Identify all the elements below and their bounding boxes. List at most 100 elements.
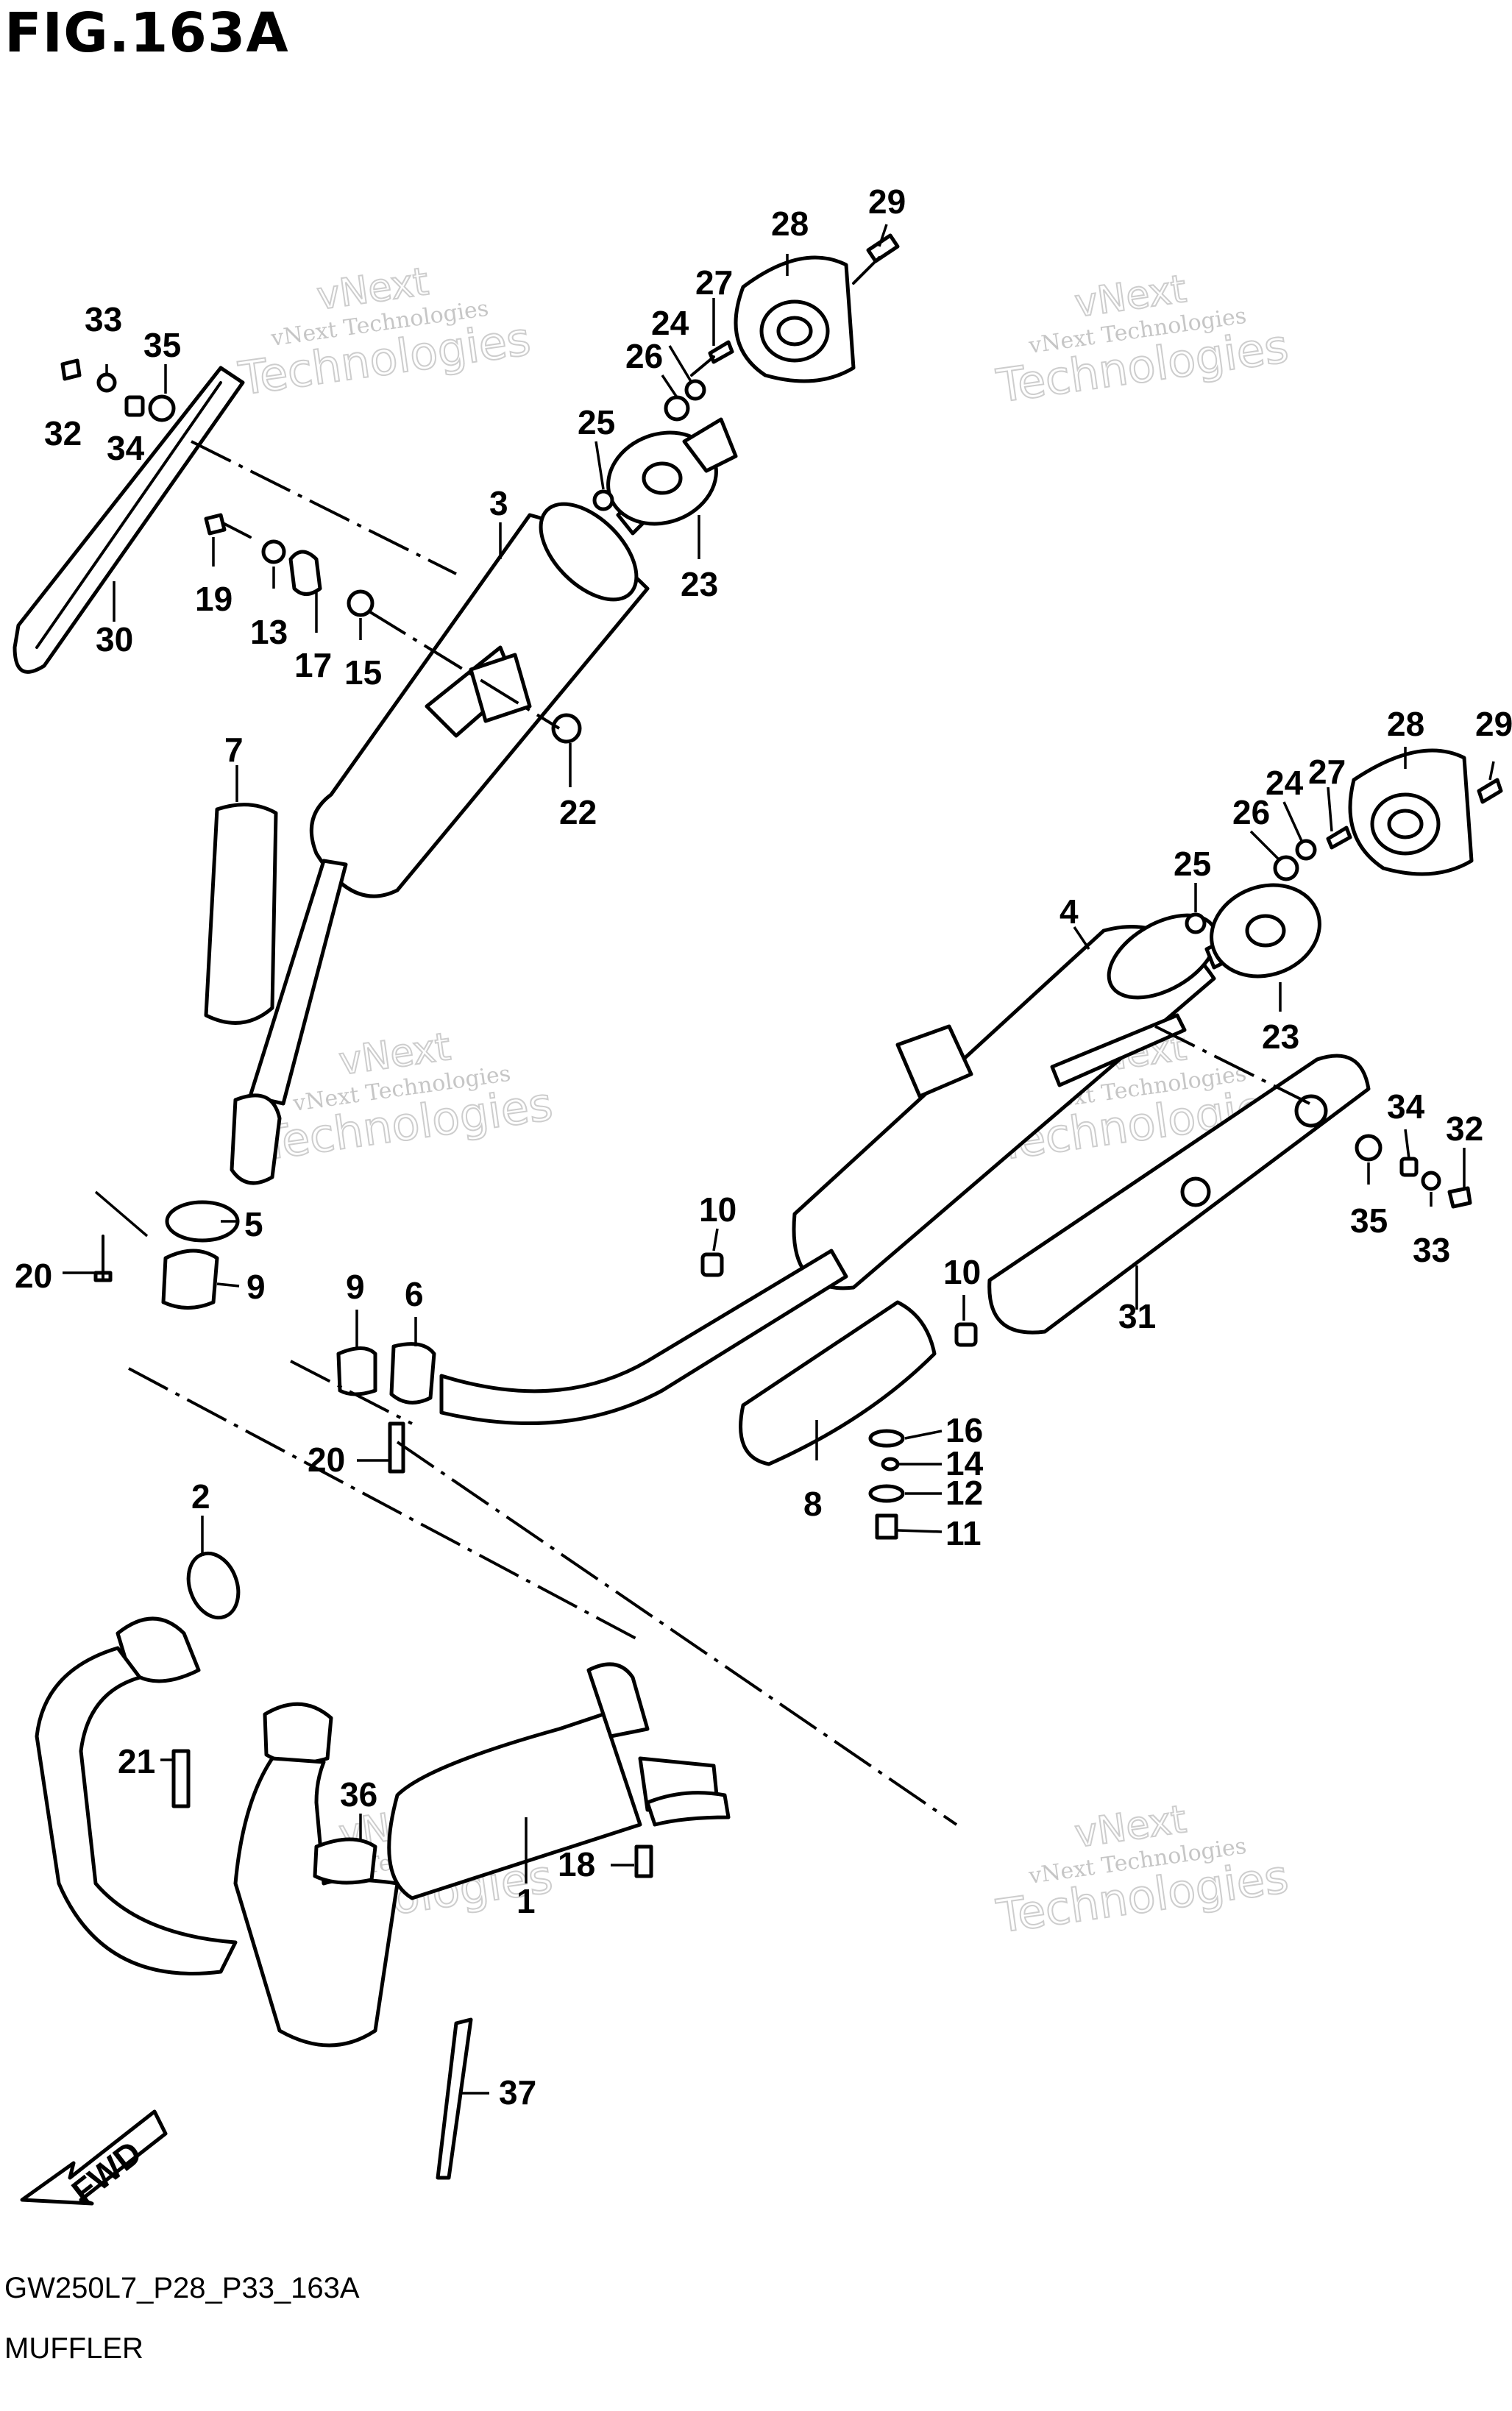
gasket-9-mid [336, 1346, 377, 1396]
callout-labels: 29 28 27 24 26 25 23 3 33 35 32 34 30 19… [15, 182, 1512, 2112]
callout-23: 23 [1262, 1018, 1299, 1056]
washer-15 [347, 589, 375, 617]
callout-10: 10 [943, 1253, 981, 1291]
callout-8: 8 [803, 1485, 823, 1523]
callout-23: 23 [681, 565, 718, 603]
fwd-arrow-icon [20, 2109, 168, 2206]
callout-9: 9 [246, 1268, 266, 1306]
assembly-line [128, 1367, 641, 1642]
callout-7: 7 [224, 731, 244, 769]
outlet-pipe-1 [645, 1791, 731, 1827]
bolt-11 [875, 1513, 898, 1540]
callout-30: 30 [96, 620, 133, 658]
bolt-18 [634, 1844, 653, 1878]
gasket-2 [186, 1551, 241, 1620]
grommet-35-upper [148, 394, 176, 422]
fwd-arrow: FWD [20, 2109, 168, 2211]
callout-35: 35 [143, 326, 181, 364]
clamp-36 [313, 1837, 377, 1885]
callout-11: 11 [945, 1514, 982, 1552]
callout-6: 6 [405, 1275, 424, 1313]
callout-32: 32 [44, 414, 82, 452]
collar-17 [288, 550, 322, 596]
muffler-bracket-4 [895, 1024, 973, 1098]
callout-18: 18 [558, 1845, 595, 1883]
callout-14: 14 [945, 1444, 984, 1483]
callout-10: 10 [699, 1190, 737, 1229]
callout-33: 33 [1413, 1231, 1450, 1269]
assembly-line [290, 1360, 413, 1425]
callout-34: 34 [107, 429, 145, 467]
callout-19: 19 [195, 580, 233, 618]
callout-25: 25 [1174, 845, 1211, 883]
callout-35: 35 [1350, 1201, 1388, 1240]
bolt-20-mid [388, 1421, 405, 1474]
callout-21: 21 [118, 1742, 155, 1780]
callout-29: 29 [868, 182, 906, 221]
callout-33: 33 [85, 300, 122, 338]
collar-34-lower [1399, 1157, 1419, 1177]
watermark-1: vNext Technologies vNext Technologies [235, 259, 535, 406]
watermark-2: vNext Technologies vNext Technologies [993, 266, 1293, 413]
callout-26: 26 [625, 337, 663, 375]
washer-24-upper [684, 379, 706, 401]
washer-33-upper [96, 372, 117, 393]
assembly-line [191, 440, 457, 575]
washer-13 [261, 539, 286, 564]
washer-24-lower [1295, 839, 1317, 861]
bolt-29-upper [866, 233, 900, 263]
callout-29: 29 [1475, 705, 1512, 743]
clip-25-upper [592, 489, 614, 511]
nut-26-upper [664, 395, 690, 422]
washer-12 [868, 1484, 905, 1503]
upper-muffler-assembly [13, 233, 900, 898]
callout-24: 24 [1266, 764, 1304, 802]
header-pipe-right-bend [233, 1756, 400, 2048]
callout-1: 1 [517, 1882, 536, 1920]
heat-shield-31 [987, 1054, 1371, 1335]
catalyst-body-1 [387, 1712, 642, 1900]
callout-20: 20 [308, 1441, 345, 1479]
rear-pipe [439, 1249, 848, 1425]
callout-27: 27 [695, 263, 733, 302]
callout-13: 13 [250, 613, 288, 651]
callout-4: 4 [1060, 892, 1079, 931]
leader-lines [63, 224, 1495, 2095]
callout-37: 37 [499, 2073, 536, 2112]
collar-16 [868, 1429, 905, 1448]
heat-guard-7 [204, 803, 278, 1025]
pipe-joint-5 [230, 1093, 282, 1185]
bolt-32-lower [1447, 1186, 1472, 1209]
exhaust-pipe-assembly [35, 1360, 958, 2180]
callout-20: 20 [15, 1257, 52, 1295]
nut-26-lower [1273, 855, 1299, 881]
clip-25-lower [1185, 912, 1207, 934]
clamp-6 [389, 1342, 436, 1405]
bolt-27-lower [1326, 825, 1352, 850]
callout-9: 9 [346, 1268, 365, 1306]
nut-22 [551, 713, 582, 744]
washer-33-lower [1421, 1171, 1441, 1191]
header-pipe-left [116, 1616, 201, 1683]
stud-21 [171, 1749, 191, 1808]
assembly-line [366, 609, 561, 730]
figure-code: GW250L7_P28_P33_163A [4, 2272, 360, 2304]
figure-title: FIG.163A [4, 1, 289, 65]
callout-5: 5 [244, 1205, 263, 1243]
assembly-line [1154, 1025, 1310, 1105]
callout-36: 36 [340, 1775, 377, 1814]
callout-17: 17 [294, 646, 332, 684]
bolt-19 [204, 513, 227, 536]
callout-32: 32 [1446, 1109, 1483, 1148]
header-pipe-left-bend [35, 1646, 238, 1975]
callout-28: 28 [771, 205, 809, 243]
lower-muffler-assembly [336, 748, 1503, 1540]
callout-25: 25 [578, 403, 615, 441]
callout-2: 2 [191, 1477, 210, 1516]
washer-14 [881, 1457, 900, 1471]
watermark-6: vNext Technologies vNext Technologies [993, 1797, 1293, 1944]
callout-27: 27 [1308, 753, 1346, 791]
rubber-mount-10-right [954, 1322, 978, 1347]
callout-26: 26 [1232, 793, 1270, 831]
